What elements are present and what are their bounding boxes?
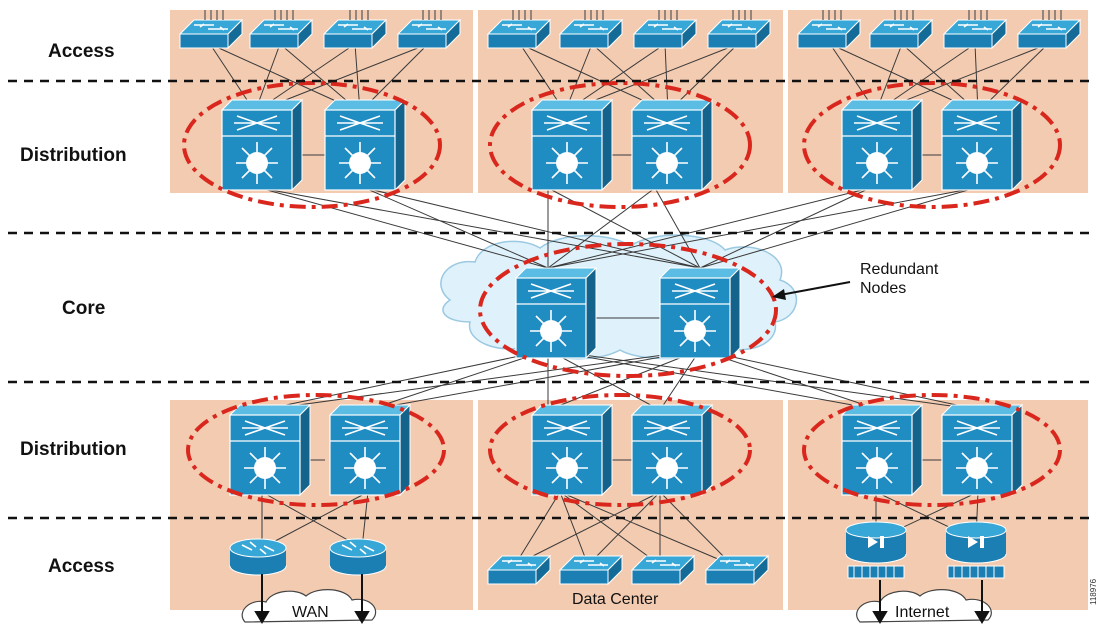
workgroup-switch-icon [869, 19, 933, 49]
multilayer-switch-icon [841, 404, 923, 496]
workgroup-switch-icon [397, 19, 461, 49]
layer-dividers [8, 79, 1095, 520]
multilayer-switch-icon [221, 99, 303, 191]
multilayer-switch-icon [324, 99, 406, 191]
internet-label: Internet [895, 604, 950, 621]
workgroup-switch-icon [943, 19, 1007, 49]
redundancy-ring [186, 393, 446, 507]
redundancy-ring [182, 81, 442, 209]
multilayer-switch-icon [531, 99, 613, 191]
multilayer-switch-icon [531, 404, 613, 496]
workgroup-switch-icon [705, 555, 769, 585]
layer-label-distribution-bottom: Distribution [20, 439, 127, 460]
layer-label-distribution-top: Distribution [20, 145, 127, 166]
workgroup-switch-icon [179, 19, 243, 49]
multilayer-switch-icon [841, 99, 923, 191]
workgroup-switch-icon [559, 555, 623, 585]
internet-cloud-icon [856, 589, 992, 623]
layer-label-core: Core [62, 298, 105, 319]
workgroup-switch-icon [707, 19, 771, 49]
multilayer-switch-icon [659, 267, 741, 359]
redundancy-ring [488, 81, 752, 209]
workgroup-switch-icon [633, 19, 697, 49]
firewall-icon [945, 521, 1007, 579]
multilayer-switch-icon [631, 404, 713, 496]
redundancy-ring [478, 242, 778, 378]
router-icon [329, 538, 387, 576]
router-icon [229, 538, 287, 576]
data-center-label: Data Center [572, 591, 659, 608]
workgroup-switch-icon [323, 19, 387, 49]
redundancy-ring [802, 81, 1062, 209]
multilayer-switch-icon [631, 99, 713, 191]
callout-arrow-icon [772, 281, 851, 300]
workgroup-switch-icon [631, 555, 695, 585]
redundancy-rings [182, 81, 1062, 507]
cloud-arrows [254, 574, 990, 624]
redundant-nodes-label-line2: Nodes [860, 280, 906, 297]
multilayer-switch-icon [229, 404, 311, 496]
multilayer-switch-icon [941, 99, 1023, 191]
redundancy-ring [488, 393, 752, 507]
layer-label-access-bottom: Access [48, 556, 115, 577]
workgroup-switch-icon [249, 19, 313, 49]
figure-id-label: 118976 [1089, 578, 1098, 605]
firewall-icon [845, 521, 907, 579]
multilayer-switch-icon [329, 404, 411, 496]
multilayer-switch-icon [941, 404, 1023, 496]
workgroup-switch-icon [559, 19, 623, 49]
layer-label-access-top: Access [48, 41, 115, 62]
wan-cloud-icon [241, 589, 377, 623]
workgroup-switch-icon [797, 19, 861, 49]
connection-links [209, 43, 1049, 566]
redundancy-ring [802, 393, 1062, 507]
workgroup-switch-icon [1017, 19, 1081, 49]
workgroup-switch-icon [487, 555, 551, 585]
wan-label: WAN [292, 604, 329, 621]
workgroup-switch-icon [487, 19, 551, 49]
multilayer-switch-icon [515, 267, 597, 359]
redundant-nodes-label-line1: Redundant [860, 261, 939, 278]
